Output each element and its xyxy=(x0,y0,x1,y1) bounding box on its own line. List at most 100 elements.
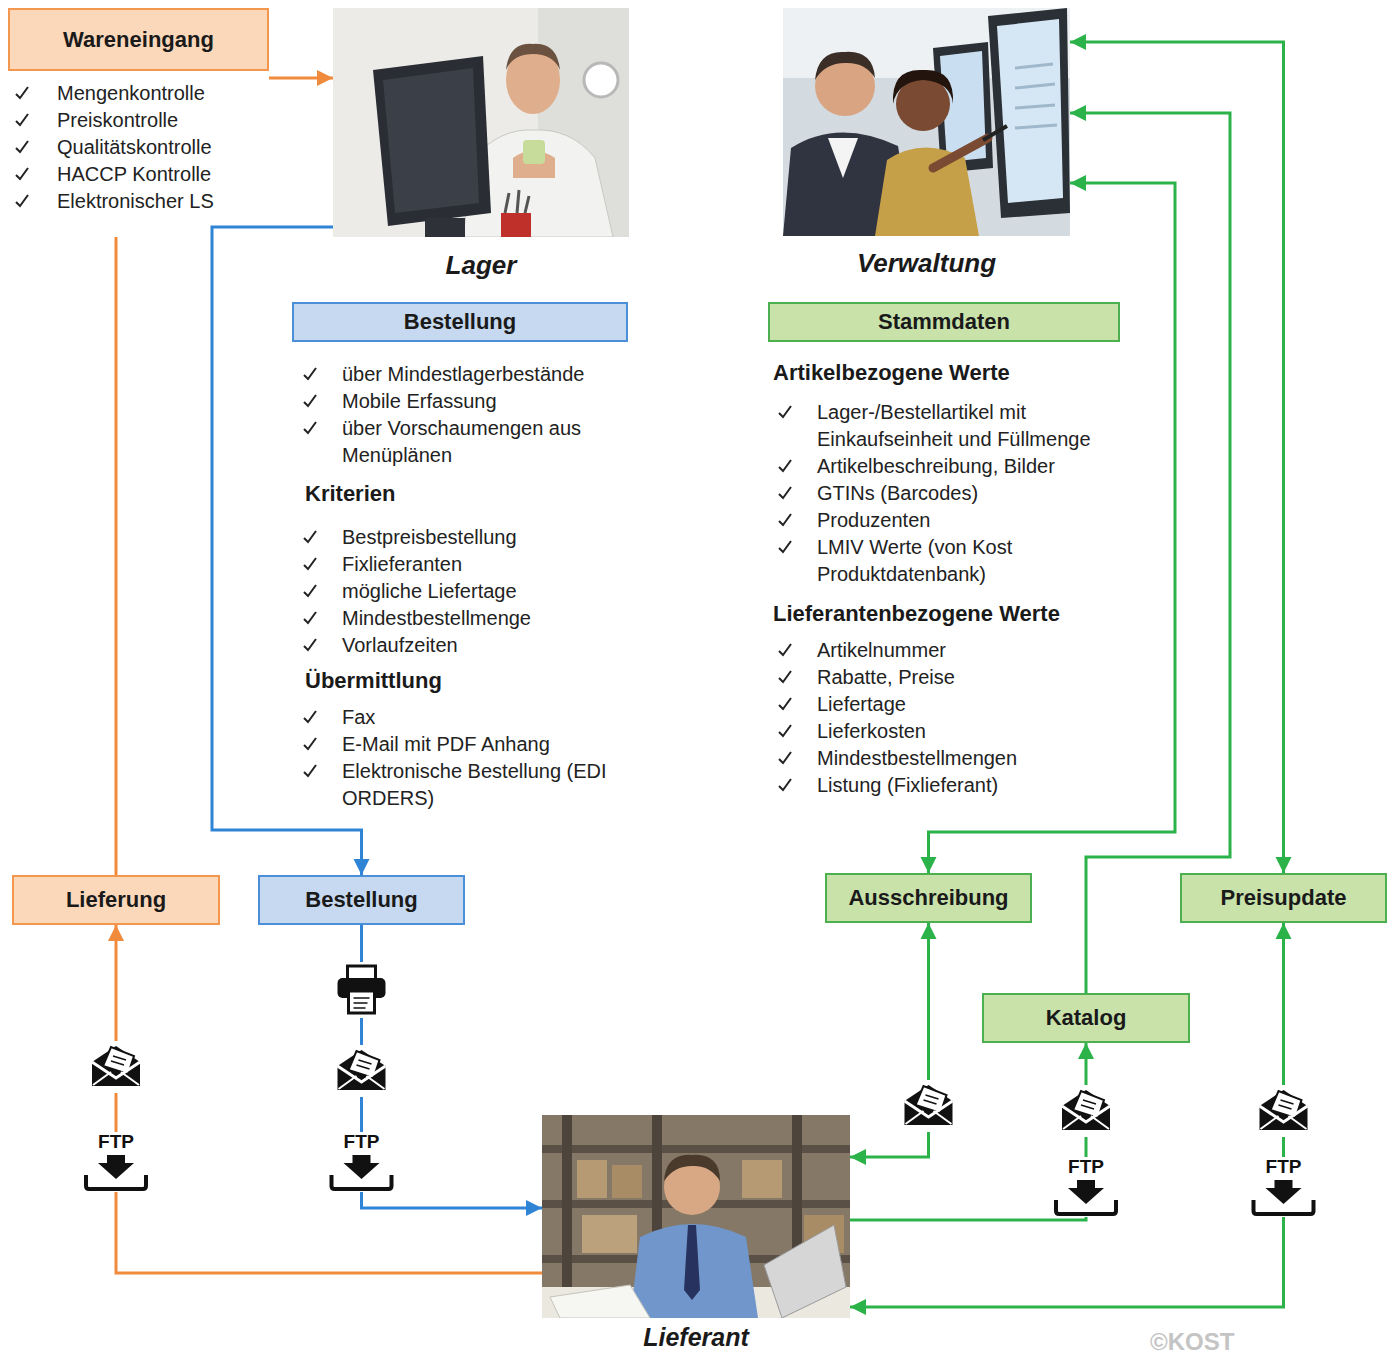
connector xyxy=(269,70,333,86)
process-box: Preisupdate xyxy=(1180,873,1387,923)
check-mark xyxy=(302,420,318,436)
drawing-part xyxy=(783,8,1070,236)
check-mark xyxy=(14,112,30,128)
drawing-part xyxy=(383,68,479,213)
list-item: GTINs (Barcodes) xyxy=(817,480,978,507)
section-heading: Lieferantenbezogene Werte xyxy=(773,601,1060,627)
check-stroke xyxy=(304,612,316,623)
check-mark xyxy=(777,669,793,685)
section-heading: Übermittlung xyxy=(305,668,442,694)
ftp-label-holder: FTP xyxy=(338,1132,386,1152)
list-item: Produzenten xyxy=(817,507,930,534)
list-item: HACCP Kontrolle xyxy=(57,161,211,188)
check-mark xyxy=(302,393,318,409)
list-item-holder: Elektronische Bestellung (EDI ORDERS) xyxy=(342,758,642,812)
box-label: Bestellung xyxy=(404,309,516,335)
drawing-part xyxy=(577,1160,607,1198)
list-item: Artikelbeschreibung, Bilder xyxy=(817,453,1055,480)
check-mark xyxy=(777,750,793,766)
arrow-head xyxy=(850,1299,866,1315)
check-stroke xyxy=(304,531,316,542)
list-item: Qualitätskontrolle xyxy=(57,134,212,161)
check-stroke xyxy=(304,711,316,722)
list-item-holder: Mobile Erfassung xyxy=(342,388,497,415)
check-stroke xyxy=(304,585,316,596)
section-heading-holder: Kriterien xyxy=(305,481,395,507)
drawing-part xyxy=(542,1115,850,1318)
drawing-part xyxy=(501,213,531,237)
check-mark xyxy=(302,637,318,653)
connector-line xyxy=(115,237,118,875)
list-item: Mobile Erfassung xyxy=(342,388,497,415)
connector-line xyxy=(1070,42,1284,873)
photo-caption: Lieferant xyxy=(643,1323,749,1351)
ftp-label: FTP xyxy=(1066,1157,1106,1177)
connector xyxy=(1070,105,1230,993)
arrow-head xyxy=(921,923,937,939)
list-item: Vorlaufzeiten xyxy=(342,632,458,659)
connector xyxy=(116,237,117,875)
list-item-holder: LMIV Werte (von Kost Produktdatenbank) xyxy=(817,534,1127,588)
list-item-holder: Liefertage xyxy=(817,691,906,718)
check-mark xyxy=(777,404,793,420)
list-item-holder: Artikelbeschreibung, Bilder xyxy=(817,453,1055,480)
connector xyxy=(850,923,1292,1315)
drawing-part xyxy=(506,44,560,70)
box-label: Katalog xyxy=(1046,1005,1127,1031)
drawing-part xyxy=(997,19,1063,203)
drawing-part xyxy=(373,56,491,226)
ftp-icon xyxy=(82,1152,150,1192)
list-item-holder: Vorlaufzeiten xyxy=(342,632,458,659)
arrow-head xyxy=(1070,34,1086,50)
arrow-head xyxy=(1070,105,1086,121)
photo-caption: Verwaltung xyxy=(857,248,996,278)
watermark-holder: ©KOST xyxy=(1150,1328,1234,1356)
watermark: ©KOST xyxy=(1150,1328,1234,1356)
email-icon xyxy=(1257,1085,1311,1137)
check-mark xyxy=(302,556,318,572)
process-box: Bestellung xyxy=(258,875,465,925)
drawing-part xyxy=(828,138,858,178)
ftp-label-holder: FTP xyxy=(92,1132,140,1152)
drawing-part xyxy=(988,8,1070,218)
list-item-holder: Rabatte, Preise xyxy=(817,664,955,691)
photo-caption-holder: Verwaltung xyxy=(723,248,1130,278)
drawing-part xyxy=(783,8,1070,236)
drawing-part xyxy=(630,1224,758,1318)
arrow-head xyxy=(1276,857,1292,873)
list-item-holder: Mindestbestellmenge xyxy=(342,605,531,632)
check-stroke xyxy=(16,114,28,125)
email-icon xyxy=(1059,1085,1113,1137)
arrow-head xyxy=(921,857,937,873)
check-stroke xyxy=(304,558,316,569)
check-stroke xyxy=(779,698,791,709)
check-stroke xyxy=(16,141,28,152)
arrow-head xyxy=(1070,175,1086,191)
list-item: E-Mail mit PDF Anhang xyxy=(342,731,550,758)
list-item-holder: Listung (Fixlieferant) xyxy=(817,772,998,799)
list-item: Artikelnummer xyxy=(817,637,946,664)
list-item: Bestpreisbestellung xyxy=(342,524,517,551)
check-mark xyxy=(777,512,793,528)
drawing-part xyxy=(584,63,618,97)
list-item-holder: Fax xyxy=(342,704,375,731)
connector-line xyxy=(116,925,542,1273)
list-item: über Vorschaumengen aus Menüplänen xyxy=(342,415,632,469)
arrow-head xyxy=(850,1149,866,1165)
drawing-part xyxy=(684,1225,700,1300)
drawing-part xyxy=(542,1145,850,1153)
process-box: Stammdaten xyxy=(768,302,1120,342)
arrow-head xyxy=(1276,923,1292,939)
check-stroke xyxy=(16,168,28,179)
email-icon xyxy=(335,1045,389,1097)
ftp-label-holder: FTP xyxy=(1260,1157,1308,1177)
drawing-part xyxy=(815,52,875,80)
section-heading-holder: Lieferantenbezogene Werte xyxy=(773,601,1060,627)
arrow-head xyxy=(1078,1043,1094,1059)
email-icon xyxy=(89,1041,143,1093)
check-mark xyxy=(302,366,318,382)
arrow-head xyxy=(108,925,124,941)
check-mark xyxy=(14,139,30,155)
section-heading: Kriterien xyxy=(305,481,395,507)
drawing-part xyxy=(933,138,988,168)
